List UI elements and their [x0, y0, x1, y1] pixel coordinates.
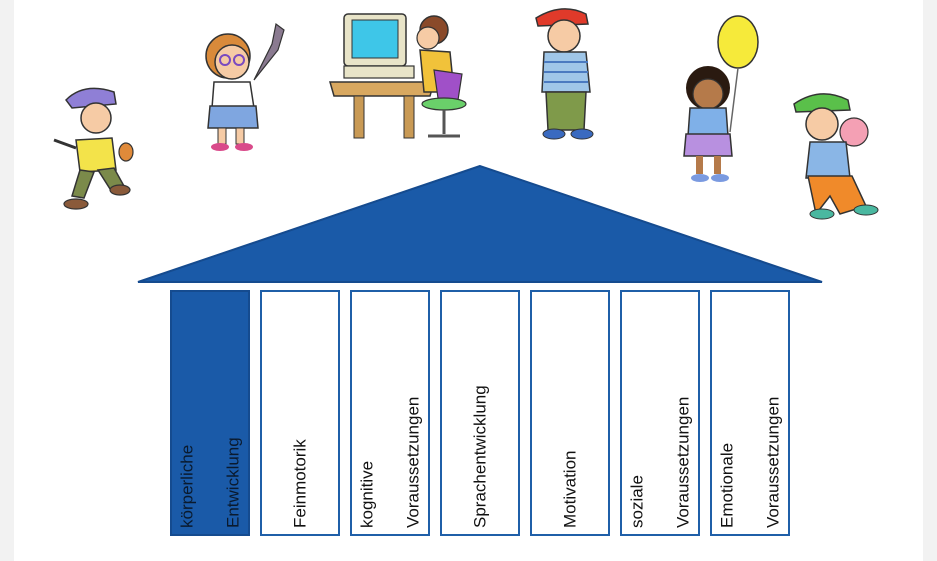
pillar-emotionale-voraussetzungen: Emotionale Voraussetzungen	[710, 290, 790, 536]
girl-with-balloon-figure	[683, 15, 759, 182]
pillar-soziale-voraussetzungen: soziale Voraussetzungen	[620, 290, 700, 536]
girl-with-glasses-figure	[205, 22, 285, 151]
pillar-feinmotorik: Feinmotorik	[260, 290, 340, 536]
pillar-label: Emotionale Voraussetzungen	[693, 298, 808, 528]
pillar-motivation: Motivation	[530, 290, 610, 536]
pillar-label-line: Voraussetzungen	[673, 396, 693, 528]
pillar-label: körperliche Entwicklung	[153, 298, 268, 528]
diagram-canvas: körperliche Entwicklung Feinmotorik kogn…	[14, 0, 923, 561]
pillar-kognitive-voraussetzungen: kognitive Voraussetzungen	[350, 290, 430, 536]
pillar-label-line: Entwicklung	[223, 437, 243, 528]
house-diagram	[53, 8, 879, 283]
pillar-label-line: Emotionale	[717, 442, 737, 528]
pillar-koerperliche-entwicklung: körperliche Entwicklung	[170, 290, 250, 536]
pillar-label: Sprachentwicklung	[446, 298, 515, 528]
boy-kicking-ball-figure	[53, 87, 134, 210]
child-at-computer-figure	[329, 13, 467, 139]
pillar-label-line: kognitive	[357, 460, 377, 528]
pillar-label: kognitive Voraussetzungen	[333, 298, 448, 528]
pillar-label: Feinmotorik	[266, 298, 335, 528]
pillar-sprachentwicklung: Sprachentwicklung	[440, 290, 520, 536]
roof	[137, 164, 823, 283]
pillar-label-line: Sprachentwicklung	[470, 385, 490, 528]
boy-bubblegum-figure	[793, 93, 879, 220]
pillar-label-line: Voraussetzungen	[403, 396, 423, 528]
pillar-label-line: körperliche	[177, 444, 197, 528]
pillar-label-line: soziale	[627, 475, 647, 528]
pillar-label-line: Motivation	[560, 450, 580, 528]
boy-thinking-figure	[535, 8, 594, 140]
pillar-label-line: Feinmotorik	[290, 439, 310, 528]
pillar-label: Motivation	[536, 298, 605, 528]
pillar-label-line: Voraussetzungen	[763, 396, 783, 528]
